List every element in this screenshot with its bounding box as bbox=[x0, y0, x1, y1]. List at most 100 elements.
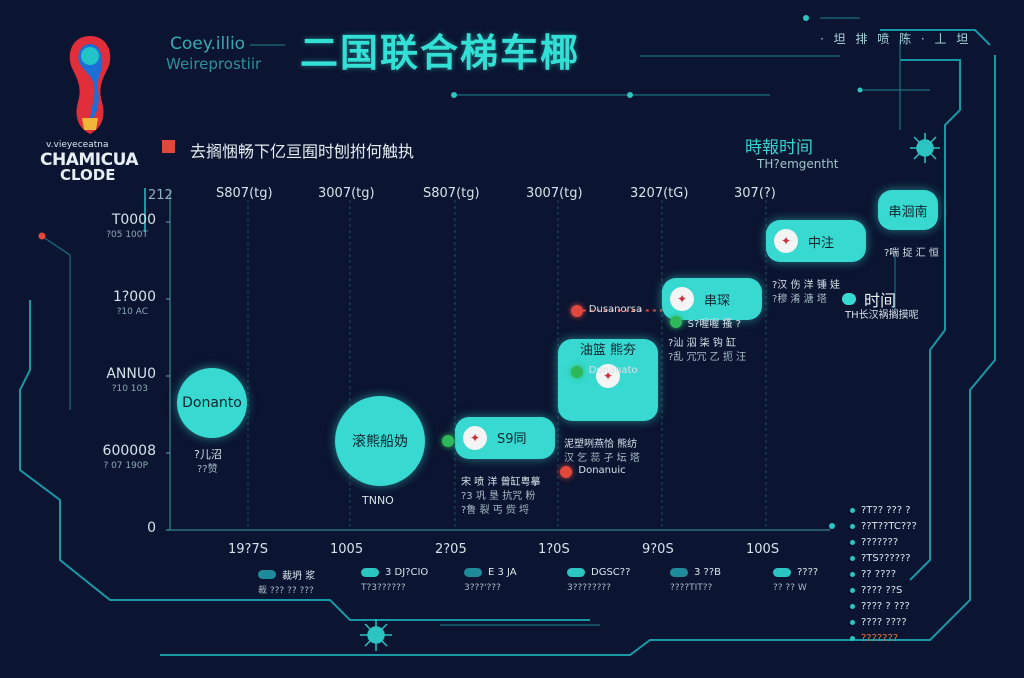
event-marker-dot bbox=[669, 316, 682, 329]
legend-sub: ?? ?? W bbox=[773, 583, 807, 593]
top-right-nav: · 坦 排 喷 陈 · 丄 坦 bbox=[820, 32, 972, 46]
event-pill: ✦ S9同 bbox=[455, 416, 555, 459]
x-tick-label: 100S bbox=[746, 542, 780, 557]
y-tick-sub: ?10 AC bbox=[116, 307, 148, 317]
y-tick-label: 1?000 bbox=[112, 289, 156, 305]
right-list-label: ???? ? ??? bbox=[861, 601, 910, 612]
event-annotation: ?喘 捉 汇 恒 bbox=[884, 248, 939, 260]
legend-swatch bbox=[258, 570, 276, 579]
y-tick-label: 0 bbox=[147, 520, 156, 536]
event-annotation: ?汉 伤 洋 锤 娃 bbox=[772, 280, 841, 292]
legend-item: 3 DJ?CIO bbox=[361, 567, 428, 578]
brand-line-2: Weireprostiir bbox=[166, 55, 262, 73]
legend-sub: 3???'??? bbox=[464, 583, 501, 593]
right-list-item: ???? ??S bbox=[850, 585, 902, 596]
gear-icon bbox=[910, 133, 940, 163]
event-annotation: 泥塑咧燕恰 熊纺 bbox=[564, 438, 638, 450]
event-marker-dot bbox=[441, 435, 454, 448]
event-marker-label: Dusanorsa bbox=[588, 303, 643, 315]
event-annotation-2: 汉 乞 蕊 孑 坛 塔 bbox=[564, 452, 640, 464]
legend-swatch bbox=[567, 568, 585, 577]
side-legend-label: 时间 bbox=[864, 291, 897, 310]
y-tick-sub: ? 07 190P bbox=[103, 461, 148, 471]
maple-leaf-icon: ✦ bbox=[670, 287, 694, 311]
legend-sub: 3???????? bbox=[567, 583, 611, 593]
right-list-item: ???? ???? bbox=[850, 617, 907, 628]
page-title: 二国联合梯车椰 bbox=[300, 31, 581, 75]
side-legend: 时间 bbox=[842, 287, 896, 311]
event-circle: 滚熊船妫 bbox=[335, 396, 425, 487]
event-marker-label: S?喔喔 搔 ? bbox=[687, 319, 741, 331]
legend-sub: 裁 ??? ?? ??? bbox=[258, 586, 314, 596]
top-tick-label: 3207(tG) bbox=[630, 186, 689, 201]
event-circle: Donanto bbox=[177, 367, 247, 438]
legend-swatch bbox=[464, 568, 482, 577]
x-tick-label: 1005 bbox=[330, 542, 364, 557]
x-tick-label: 2?05 bbox=[435, 542, 467, 557]
legend-swatch bbox=[361, 568, 379, 577]
event-marker-dot bbox=[570, 366, 583, 379]
event-marker-dot bbox=[560, 466, 573, 479]
list-bullet-icon bbox=[850, 508, 855, 513]
legend-label: 3 ??B bbox=[694, 567, 722, 578]
right-list-item: ??????? bbox=[850, 537, 898, 548]
right-list-item: ?T?? ??? ? bbox=[850, 505, 911, 516]
legend-item: ???? bbox=[773, 567, 818, 578]
trophy-logo-icon bbox=[69, 36, 111, 134]
list-bullet-icon bbox=[850, 540, 855, 545]
top-tick-label: S807(tg) bbox=[423, 186, 480, 201]
event-caption-2: ??赞 bbox=[197, 463, 218, 475]
event-label: 串琛 bbox=[704, 293, 731, 309]
event-caption: TNNO bbox=[362, 494, 394, 508]
right-list-item: ??????? bbox=[850, 633, 898, 644]
side-heading: 時報时间 bbox=[745, 138, 813, 158]
event-pill: 串洄南 bbox=[878, 190, 938, 231]
event-marker-dot bbox=[570, 304, 583, 317]
x-tick-label: 1?0S bbox=[538, 542, 570, 557]
subtitle-marker bbox=[162, 140, 175, 153]
y-tick-sub: ?10 103 bbox=[111, 384, 148, 394]
list-bullet-icon bbox=[850, 620, 855, 625]
event-pill: ✦ 中注 bbox=[766, 220, 866, 263]
legend-sub: ????TIT?? bbox=[670, 583, 713, 593]
top-tick-label: 307(?) bbox=[734, 186, 776, 201]
legend-item: DGSC?? bbox=[567, 567, 630, 578]
top-tick-label: 3007(tg) bbox=[526, 186, 583, 201]
event-label: 滚熊船妫 bbox=[352, 434, 408, 451]
top-tick-label: 3007(tg) bbox=[318, 186, 375, 201]
side-legend-swatch bbox=[842, 293, 856, 305]
legend-item: 3 ??B bbox=[670, 567, 721, 578]
maple-leaf-icon: ✦ bbox=[774, 229, 798, 254]
legend-swatch bbox=[670, 568, 688, 577]
list-bullet-icon bbox=[850, 524, 855, 529]
list-bullet-icon bbox=[850, 572, 855, 577]
top-tick-label: S807(tg) bbox=[216, 186, 273, 201]
list-bullet-icon bbox=[850, 604, 855, 609]
right-list-label: ??????? bbox=[861, 537, 899, 548]
list-bullet-icon bbox=[850, 556, 855, 561]
event-pill: ✦ 串琛 bbox=[662, 278, 762, 320]
brand-line-1: Coey.illio bbox=[170, 34, 246, 54]
legend-label: DGSC?? bbox=[591, 567, 631, 578]
event-label: 中注 bbox=[808, 235, 835, 251]
right-list-label: ?T?? ??? ? bbox=[861, 505, 911, 516]
event-label: S9同 bbox=[497, 432, 527, 448]
event-label: 油篮 熊夯 bbox=[579, 342, 637, 358]
x-tick-label: 19?7S bbox=[228, 542, 268, 557]
y-tick-label: ANNU0 bbox=[106, 366, 156, 382]
event-marker-label: Donanuic bbox=[578, 465, 626, 477]
x-tick-label: 9?0S bbox=[642, 542, 674, 557]
side-legend-sub: TH长汉祸搁摸呢 bbox=[845, 310, 919, 321]
maple-leaf-icon: ✦ bbox=[463, 425, 487, 450]
right-list-label: ?TS?????? bbox=[861, 553, 911, 564]
legend-item: E 3 JA bbox=[464, 567, 517, 578]
legend-label: 3 DJ?CIO bbox=[385, 567, 429, 578]
legend-sub: T?3?????? bbox=[361, 583, 406, 593]
event-annotation: 宋 喷 洋 曾缸粤摹 bbox=[461, 476, 541, 488]
right-list-item: ?? ???? bbox=[850, 569, 896, 580]
event-annotation: ?汕 泅 柒 钩 缸 bbox=[668, 338, 737, 349]
burst-icon bbox=[360, 619, 392, 651]
event-annotation-2: ?穆 淆 溏 塔 bbox=[772, 294, 827, 306]
